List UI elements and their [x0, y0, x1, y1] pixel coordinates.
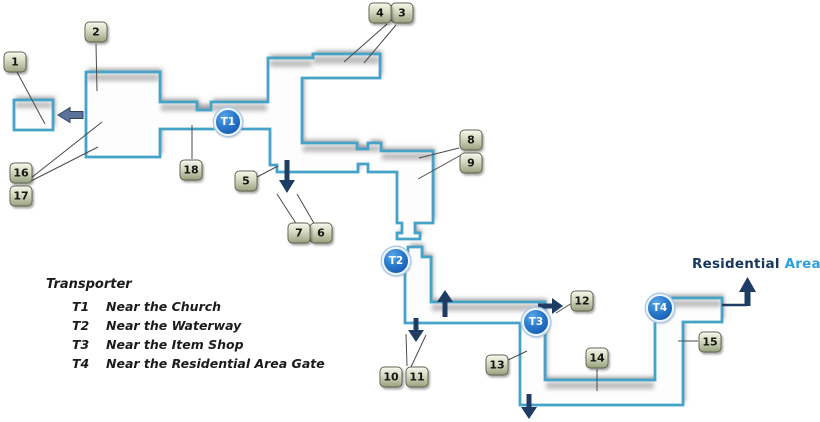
legend-key: T3 — [72, 337, 90, 352]
residential-area-label: Residential Area — [692, 256, 820, 272]
badge-12: 12 — [570, 290, 594, 312]
badge-6: 6 — [309, 222, 333, 244]
badge-17: 17 — [9, 185, 33, 207]
residential-area-label-dark: Residential — [692, 256, 780, 272]
legend-title: Transporter — [46, 277, 132, 292]
arrow-up-waterway — [437, 290, 453, 317]
badge-18: 18 — [179, 159, 203, 181]
badge-7: 7 — [287, 222, 311, 244]
legend-label: Near the Item Shop — [106, 337, 244, 352]
transporter-marker-T3: T3 — [522, 308, 550, 336]
badge-10: 10 — [379, 366, 403, 388]
badge-13: 13 — [485, 354, 509, 376]
arrow-down-south-exit — [521, 394, 537, 419]
map-outline — [12, 52, 724, 407]
badge-9: 9 — [459, 152, 483, 174]
exit-arrow-residential — [722, 277, 756, 307]
transporter-marker-T2: T2 — [382, 247, 410, 275]
badge-5: 5 — [234, 170, 258, 192]
badge-16: 16 — [9, 162, 33, 184]
leader-lines — [16, 23, 698, 391]
badge-4: 4 — [368, 2, 392, 24]
legend-row-t3: T3 Near the Item Shop — [72, 337, 325, 352]
direction-arrows — [279, 160, 563, 419]
legend-key: T1 — [72, 299, 90, 314]
legend-key: T2 — [72, 318, 90, 333]
legend-key: T4 — [72, 356, 90, 371]
badge-11: 11 — [405, 366, 429, 388]
badge-8: 8 — [459, 129, 483, 151]
arrow-down-church-exit — [279, 160, 295, 193]
legend-row-t1: T1 Near the Church — [72, 299, 325, 314]
badge-3: 3 — [390, 2, 414, 24]
transporter-marker-T1: T1 — [214, 108, 242, 136]
arrow-right-itemshop — [538, 298, 563, 314]
residential-area-label-light: Area — [784, 256, 820, 272]
transporter-legend: Transporter T1 Near the Church T2 Near t… — [46, 277, 325, 375]
badge-2: 2 — [84, 21, 108, 43]
transporter-marker-T4: T4 — [646, 294, 674, 322]
legend-label: Near the Waterway — [106, 318, 242, 333]
legend-label: Near the Church — [106, 299, 222, 314]
badge-15: 15 — [698, 331, 722, 353]
legend-row-t4: T4 Near the Residential Area Gate — [72, 356, 325, 371]
badge-1: 1 — [3, 51, 27, 73]
arrow-left-entry — [57, 106, 84, 124]
legend-row-t2: T2 Near the Waterway — [72, 318, 325, 333]
legend-label: Near the Residential Area Gate — [106, 356, 325, 371]
arrow-down-waterway — [408, 318, 424, 342]
badge-14: 14 — [585, 347, 609, 369]
